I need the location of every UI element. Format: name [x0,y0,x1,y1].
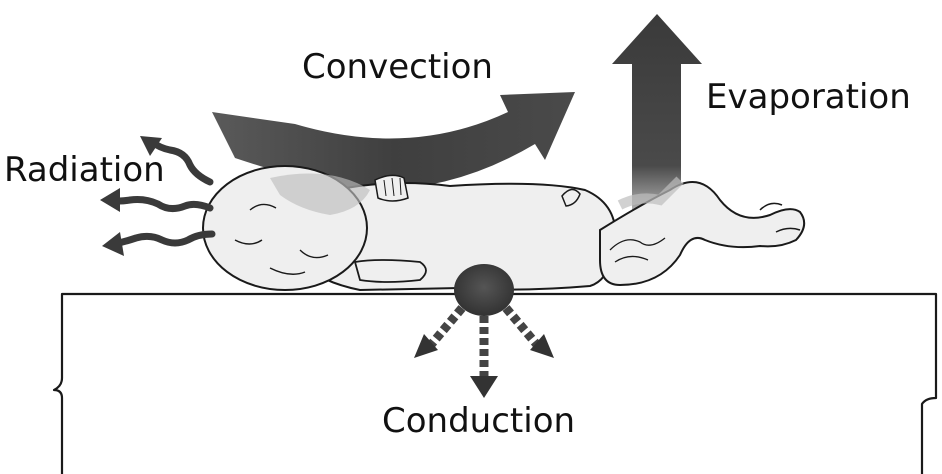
infant-figure [202,165,806,292]
convection-arrow-icon [212,92,575,190]
radiation-arrows-icon [108,138,216,248]
convection-label: Convection [302,47,493,87]
radiation-arrowheads [100,136,162,256]
conduction-arrows-icon [414,264,554,398]
radiation-label: Radiation [4,150,165,190]
evaporation-label: Evaporation [706,77,911,117]
table [52,292,938,474]
conduction-label: Conduction [382,401,576,441]
evaporation-arrow-icon [612,14,702,216]
